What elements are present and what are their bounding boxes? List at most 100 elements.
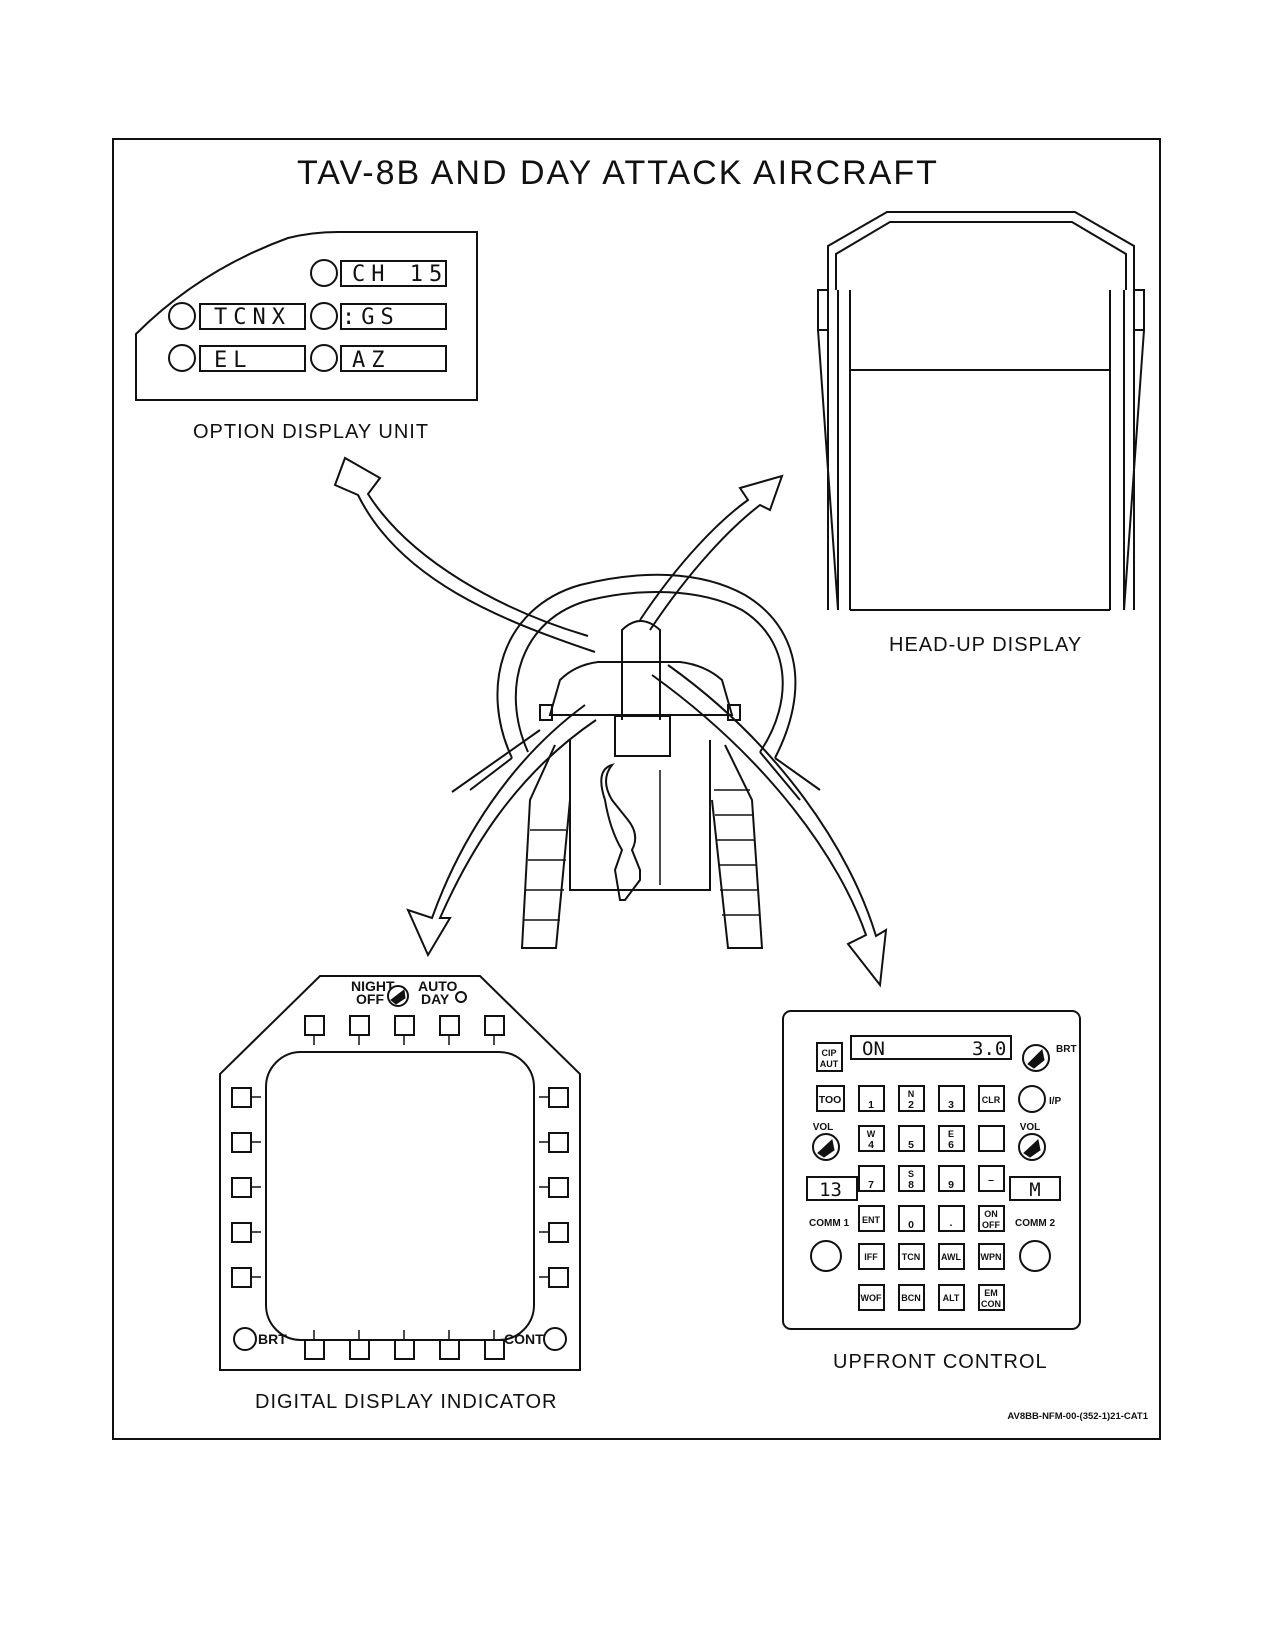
ufc-key-2[interactable]	[898, 1085, 925, 1112]
ddi-auto-sensor	[455, 991, 467, 1003]
ufc-key-cip-aut-bottom: AUT	[820, 1059, 839, 1069]
ufc-vol-left-pointer	[817, 1139, 835, 1158]
ufc-key-ent[interactable]	[858, 1205, 885, 1232]
canopy-bow-inner	[514, 591, 784, 753]
ufc-key-1[interactable]	[858, 1085, 885, 1112]
diagram-frame	[112, 138, 1161, 1440]
ufc-key-alt-label: ALT	[943, 1293, 960, 1303]
ddi-right-button-4[interactable]	[548, 1222, 569, 1243]
ddi-left-button-5[interactable]	[231, 1267, 252, 1288]
ddi-bottom-button-3[interactable]	[394, 1339, 415, 1360]
ufc-comm1-knob[interactable]	[810, 1240, 842, 1272]
ufc-key-6[interactable]	[938, 1125, 965, 1152]
ddi-bottom-button-1[interactable]	[304, 1339, 325, 1360]
ufc-key-2-label: 2	[908, 1099, 914, 1111]
odu-window-2-text: TCNX	[214, 305, 291, 330]
odu-select-button-2[interactable]	[168, 302, 196, 330]
ddi-top-button-2[interactable]	[349, 1015, 370, 1036]
ufc-key-4[interactable]	[858, 1125, 885, 1152]
ufc-key-clr[interactable]	[978, 1085, 1005, 1112]
ufc-key-alt[interactable]	[938, 1284, 965, 1311]
cockpit-sketch	[469, 573, 821, 949]
ufc-key-4-label: 4	[868, 1139, 874, 1151]
ddi-night-label: NIGHT	[351, 978, 395, 994]
ddi-right-button-5[interactable]	[548, 1267, 569, 1288]
ufc-key-8[interactable]	[898, 1165, 925, 1192]
head-up-display	[817, 211, 1145, 611]
left-console-stripes	[524, 829, 566, 921]
ufc-key-3[interactable]	[938, 1085, 965, 1112]
ufc-key-dash[interactable]	[978, 1165, 1005, 1192]
ufc-scratchpad-left: ON	[862, 1038, 885, 1060]
ufc-comm2-knob[interactable]	[1019, 1240, 1051, 1272]
arrow-to-upfront-control	[651, 664, 888, 988]
ddi-left-button-3[interactable]	[231, 1177, 252, 1198]
ddi-bottom-button-2[interactable]	[349, 1339, 370, 1360]
ddi-top-button-4[interactable]	[439, 1015, 460, 1036]
ufc-key-awl[interactable]	[938, 1243, 965, 1270]
ddi-bottom-button-5[interactable]	[484, 1339, 505, 1360]
ddi-cont-knob[interactable]	[543, 1327, 567, 1351]
ufc-key-dot[interactable]	[938, 1205, 965, 1232]
ufc-key-wof[interactable]	[858, 1284, 885, 1311]
ddi-caption: DIGITAL DISPLAY INDICATOR	[255, 1391, 557, 1413]
ufc-key-em-con[interactable]	[978, 1284, 1005, 1311]
ddi-brt-knob[interactable]	[233, 1327, 257, 1351]
option-display-unit: CH 15 TCNX :GS EL AZ	[135, 231, 478, 401]
ufc-key-wpn[interactable]	[978, 1243, 1005, 1270]
ddi-left-button-4[interactable]	[231, 1222, 252, 1243]
hud-right-bracket	[1123, 289, 1145, 610]
ufc-key-9[interactable]	[938, 1165, 965, 1192]
canopy-flare-left	[469, 757, 513, 791]
ufc-key-7[interactable]	[858, 1165, 885, 1192]
ddi-bottom-button-4[interactable]	[439, 1339, 460, 1360]
odu-window-5-text: AZ	[352, 348, 391, 373]
odu-select-button-5[interactable]	[310, 344, 338, 372]
ddi-right-button-3[interactable]	[548, 1177, 569, 1198]
ddi-right-button-2[interactable]	[548, 1132, 569, 1153]
ddi-top-button-1[interactable]	[304, 1015, 325, 1036]
ufc-key-too[interactable]	[816, 1085, 845, 1112]
hud-left-frame-bar	[817, 329, 839, 611]
ufc-key-8-label: 8	[908, 1179, 914, 1191]
ufc-key-8-top: S	[908, 1169, 914, 1179]
odu-select-button-3[interactable]	[310, 302, 338, 330]
ufc-key-5[interactable]	[898, 1125, 925, 1152]
ufc-key-blank[interactable]	[978, 1125, 1005, 1152]
ufc-key-6-top: E	[948, 1129, 954, 1139]
odu-select-button-1[interactable]	[310, 259, 338, 287]
ddi-top-button-3[interactable]	[394, 1015, 415, 1036]
ufc-ip-button[interactable]	[1018, 1085, 1046, 1113]
ufc-ip-label: I/P	[1049, 1096, 1062, 1107]
ddi-right-button-1[interactable]	[548, 1087, 569, 1108]
ufc-key-on-off-bottom: OFF	[982, 1220, 1000, 1230]
ufc-key-iff[interactable]	[858, 1243, 885, 1270]
odu-caption: OPTION DISPLAY UNIT	[193, 421, 429, 443]
ufc-key-clr-label: CLR	[982, 1095, 1001, 1105]
ufc-key-on-off[interactable]	[978, 1205, 1005, 1232]
ddi-top-button-5[interactable]	[484, 1015, 505, 1036]
upfront-box	[614, 715, 671, 757]
ufc-key-cip-aut[interactable]	[816, 1042, 843, 1072]
odu-window-1-text: CH 15	[352, 262, 448, 287]
ddi-left-button-1[interactable]	[231, 1087, 252, 1108]
ddi-bottom-button-ticks	[313, 1330, 495, 1340]
ufc-key-ent-label: ENT	[862, 1215, 881, 1225]
ufc-scratchpad-right: 3.0	[972, 1038, 1006, 1060]
odu-window-4	[199, 345, 306, 372]
digital-display-indicator: NIGHT AUTO OFF DAY	[219, 975, 581, 1371]
odu-select-button-4[interactable]	[168, 344, 196, 372]
arrow-to-option-display-unit	[333, 456, 596, 653]
ufc-key-2-top: N	[908, 1089, 915, 1099]
ufc-key-bcn[interactable]	[898, 1284, 925, 1311]
ufc-key-tcn[interactable]	[898, 1243, 925, 1270]
ufc-key-bcn-label: BCN	[901, 1293, 921, 1303]
ufc-vol-left-label: VOL	[813, 1122, 834, 1133]
ufc-brt-knob-pointer	[1027, 1048, 1045, 1069]
hud-caption: HEAD-UP DISPLAY	[889, 634, 1082, 656]
ufc-key-5-label: 5	[908, 1139, 914, 1151]
ddi-left-button-2[interactable]	[231, 1132, 252, 1153]
ufc-key-0[interactable]	[898, 1205, 925, 1232]
ddi-brt-label: BRT	[258, 1331, 287, 1347]
